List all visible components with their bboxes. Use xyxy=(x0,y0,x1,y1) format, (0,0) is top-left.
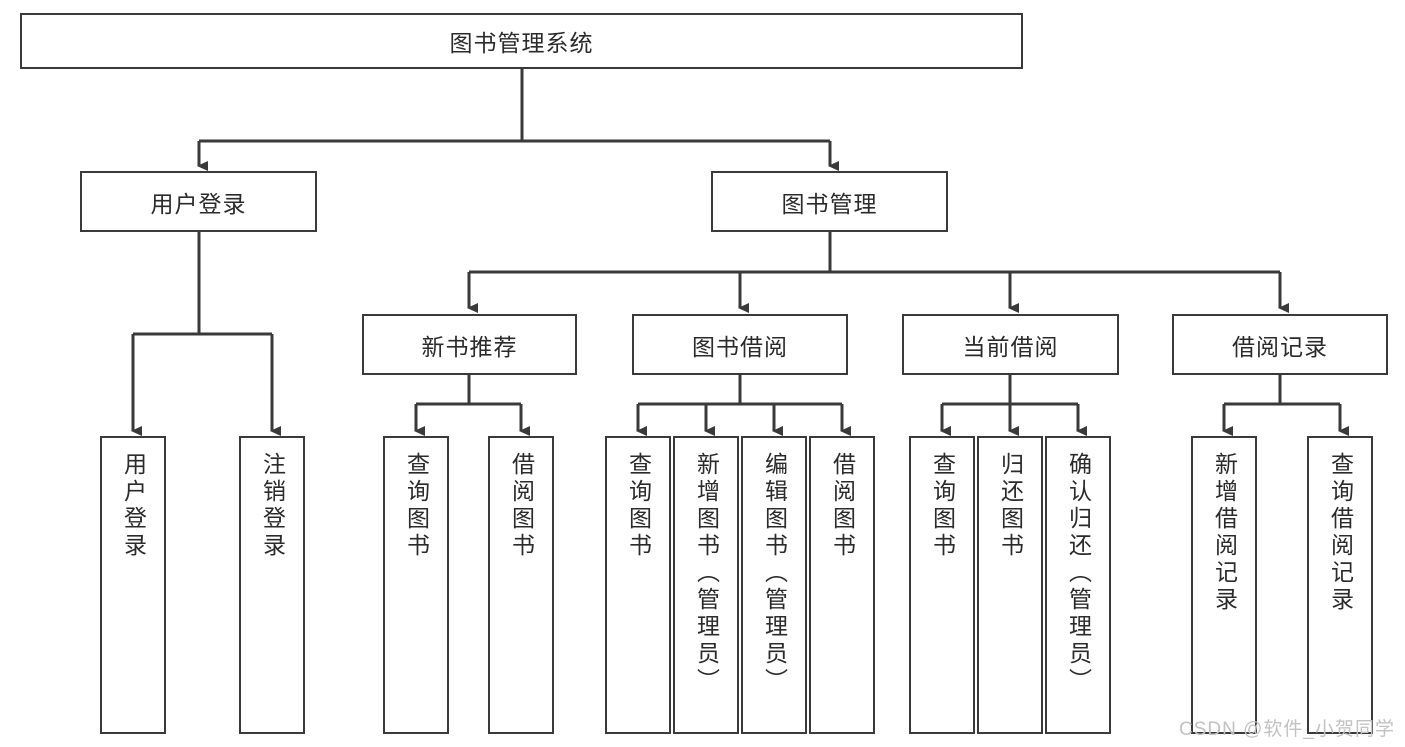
leaf-current-borrow-return[interactable]: 归还图书 xyxy=(977,436,1043,734)
leaf-borrow-record-add[interactable]: 新增借阅记录 xyxy=(1191,436,1257,734)
leaf-label: 归还图书 xyxy=(997,452,1024,560)
leaf-label: 确认归还（管理员） xyxy=(1065,452,1092,695)
leaf-new-book-borrow[interactable]: 借阅图书 xyxy=(488,436,554,734)
leaf-book-borrow-edit[interactable]: 编辑图书（管理员） xyxy=(741,436,807,734)
node-borrow-record-label: 借阅记录 xyxy=(1232,333,1328,360)
leaf-borrow-record-query[interactable]: 查询借阅记录 xyxy=(1307,436,1373,734)
leaf-book-borrow-borrow[interactable]: 借阅图书 xyxy=(809,436,875,734)
leaf-label: 借阅图书 xyxy=(829,452,856,560)
leaf-book-borrow-query[interactable]: 查询图书 xyxy=(605,436,671,734)
node-root-label: 图书管理系统 xyxy=(449,30,594,56)
node-book-management[interactable]: 图书管理 xyxy=(711,171,948,232)
leaf-label: 借阅图书 xyxy=(508,452,535,560)
node-book-borrow[interactable]: 图书借阅 xyxy=(632,314,848,375)
node-user-login[interactable]: 用户登录 xyxy=(80,171,317,232)
leaf-user-login-login[interactable]: 用户登录 xyxy=(100,436,166,734)
node-new-book-recommend-label: 新书推荐 xyxy=(421,333,518,360)
leaf-label: 注销登录 xyxy=(259,452,286,560)
leaf-label: 新增图书（管理员） xyxy=(693,452,720,695)
node-current-borrow-label: 当前借阅 xyxy=(962,333,1059,360)
leaf-user-login-logout[interactable]: 注销登录 xyxy=(239,436,305,734)
leaf-label: 查询借阅记录 xyxy=(1327,452,1354,614)
leaf-label: 用户登录 xyxy=(120,452,147,560)
node-book-management-label: 图书管理 xyxy=(781,190,878,217)
leaf-label: 查询图书 xyxy=(929,452,956,560)
leaf-current-borrow-query[interactable]: 查询图书 xyxy=(909,436,975,734)
leaf-label: 新增借阅记录 xyxy=(1211,452,1238,614)
node-new-book-recommend[interactable]: 新书推荐 xyxy=(362,314,577,375)
node-current-borrow[interactable]: 当前借阅 xyxy=(902,314,1119,375)
leaf-label: 编辑图书（管理员） xyxy=(761,452,788,695)
leaf-current-borrow-confirm-return[interactable]: 确认归还（管理员） xyxy=(1045,436,1111,734)
leaf-label: 查询图书 xyxy=(403,452,430,560)
node-borrow-record[interactable]: 借阅记录 xyxy=(1172,314,1388,375)
leaf-label: 查询图书 xyxy=(625,452,652,560)
node-root[interactable]: 图书管理系统 xyxy=(20,13,1023,69)
leaf-book-borrow-add[interactable]: 新增图书（管理员） xyxy=(673,436,739,734)
node-user-login-label: 用户登录 xyxy=(150,190,247,217)
leaf-new-book-query[interactable]: 查询图书 xyxy=(383,436,449,734)
csdn-watermark: CSDN @软件_小贺同学 xyxy=(1179,719,1395,740)
node-book-borrow-label: 图书借阅 xyxy=(692,333,788,360)
